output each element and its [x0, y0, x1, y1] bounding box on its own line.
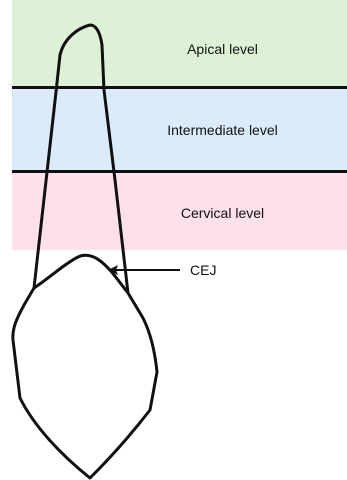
cej-label: CEJ [190, 261, 216, 279]
tooth-crown-outline [13, 255, 157, 478]
tooth-root-outline [34, 25, 128, 293]
